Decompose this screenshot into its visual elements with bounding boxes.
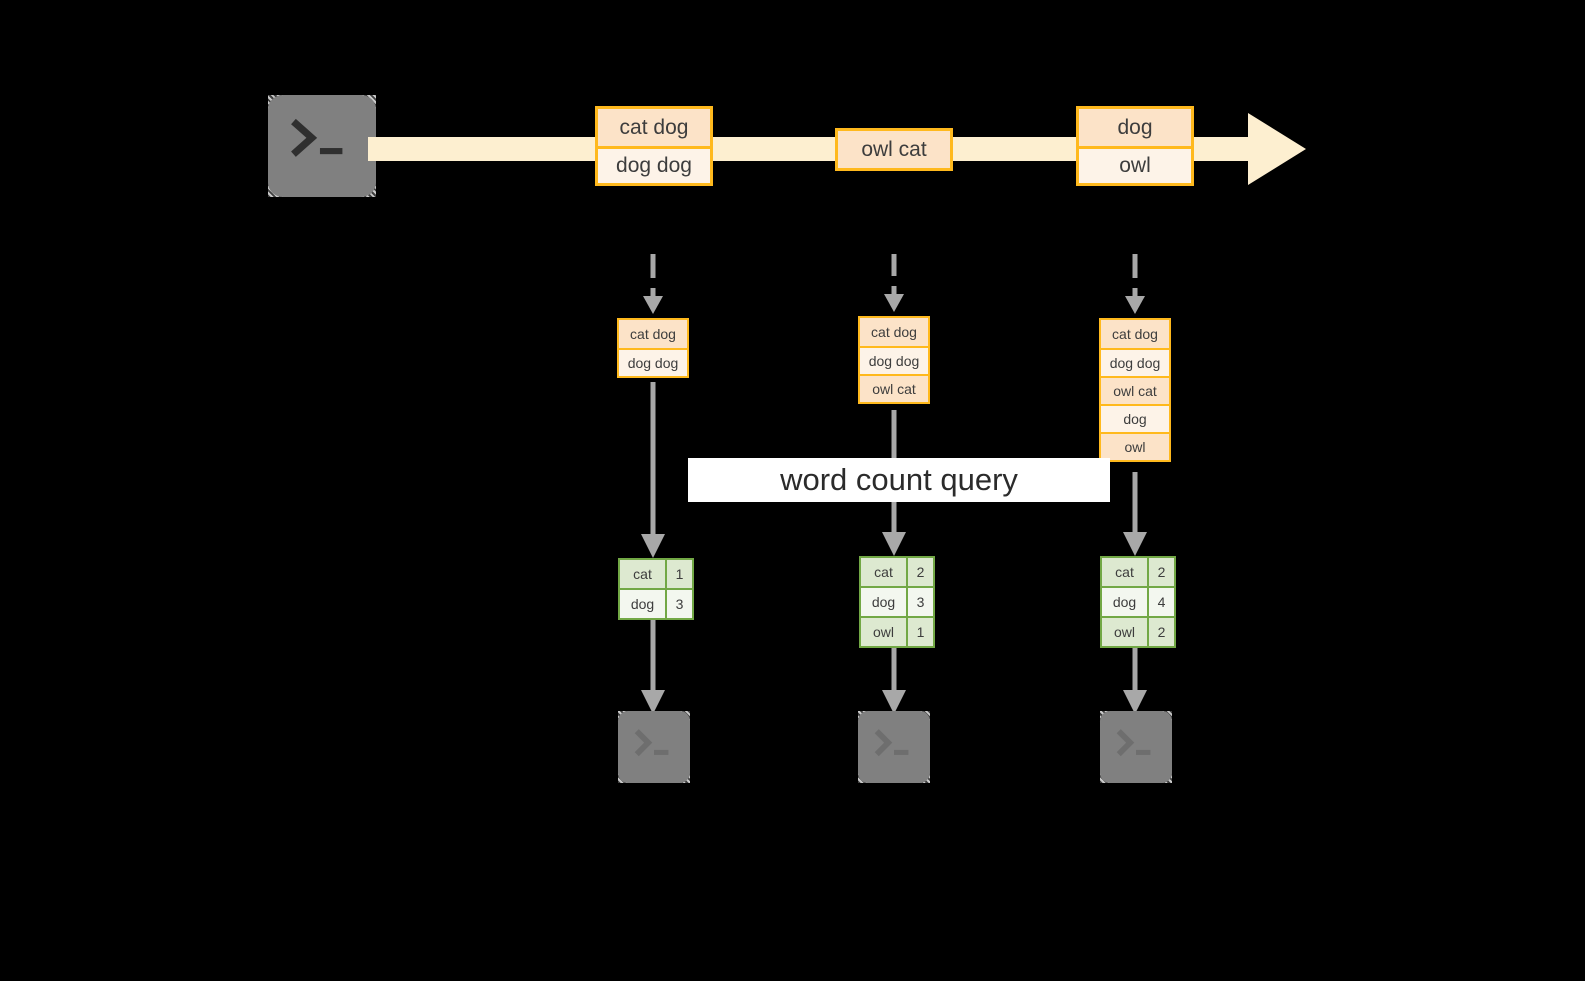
result-word: owl: [1102, 618, 1147, 646]
terminal-icon-body: [268, 95, 376, 197]
terminal-prompt-glyph: [1116, 729, 1151, 757]
snapshot-3-query-arrow: [1115, 472, 1155, 558]
snapshot-2-consumer-terminal-icon: [858, 711, 930, 783]
terminal-icon-body: [618, 711, 690, 783]
terminal-prompt-glyph: [874, 729, 909, 757]
result-word: dog: [620, 590, 665, 618]
snapshot-2-feed-arrow: [874, 254, 914, 314]
snapshot-3-log-row: dog dog: [1101, 348, 1169, 376]
snapshot-1-result-table: cat 1 dog 3: [618, 558, 694, 620]
table-row: dog 3: [620, 588, 692, 618]
snapshot-3-feed-arrow: [1115, 254, 1155, 316]
terminal-prompt-glyph: [291, 118, 343, 157]
result-count: 4: [1147, 588, 1174, 616]
stream-message-3: dog owl: [1076, 106, 1194, 186]
result-word: cat: [861, 558, 906, 586]
stream-message-2: owl cat: [835, 128, 953, 171]
snapshot-2-output-arrow: [874, 648, 914, 716]
terminal-icon-body: [858, 711, 930, 783]
result-count: 3: [906, 588, 933, 616]
snapshot-1-output-arrow: [633, 620, 673, 716]
table-row: dog 3: [861, 586, 933, 616]
snapshot-1-consumer-terminal-icon: [618, 711, 690, 783]
snapshot-1-query-arrow: [633, 382, 673, 560]
result-count: 1: [665, 560, 692, 588]
result-count: 2: [1147, 618, 1174, 646]
table-row: owl 1: [861, 616, 933, 646]
stream-message-3-line-2: owl: [1079, 146, 1191, 183]
snapshot-2-result-table: cat 2 dog 3 owl 1: [859, 556, 935, 648]
result-word: cat: [620, 560, 665, 588]
snapshot-1-log-row: dog dog: [619, 348, 687, 376]
stream-message-2-line-1: owl cat: [838, 131, 950, 168]
stream-message-1-line-1: cat dog: [598, 109, 710, 146]
table-row: dog 4: [1102, 586, 1174, 616]
stream-message-1-line-2: dog dog: [598, 146, 710, 183]
snapshot-3-log-row: owl cat: [1101, 376, 1169, 404]
table-row: owl 2: [1102, 616, 1174, 646]
result-count: 2: [1147, 558, 1174, 586]
snapshot-3-result-table: cat 2 dog 4 owl 2: [1100, 556, 1176, 648]
result-count: 1: [906, 618, 933, 646]
snapshot-3-log-row: owl: [1101, 432, 1169, 460]
terminal-icon-body: [1100, 711, 1172, 783]
snapshot-3-output-arrow: [1115, 648, 1155, 716]
result-word: dog: [861, 588, 906, 616]
snapshot-1-log-row: cat dog: [619, 320, 687, 348]
snapshot-1-feed-arrow: [633, 254, 673, 316]
query-label-band: word count query: [688, 458, 1110, 502]
table-row: cat 2: [1102, 558, 1174, 586]
snapshot-2-log: cat dog dog dog owl cat: [858, 316, 930, 404]
snapshot-3-consumer-terminal-icon: [1100, 711, 1172, 783]
result-count: 2: [906, 558, 933, 586]
snapshot-3-log-row: cat dog: [1101, 320, 1169, 348]
stream-message-3-line-1: dog: [1079, 109, 1191, 146]
result-word: cat: [1102, 558, 1147, 586]
snapshot-1-log: cat dog dog dog: [617, 318, 689, 378]
snapshot-3-log: cat dog dog dog owl cat dog owl: [1099, 318, 1171, 462]
stream-message-1: cat dog dog dog: [595, 106, 713, 186]
table-row: cat 2: [861, 558, 933, 586]
query-label-text: word count query: [780, 462, 1018, 497]
snapshot-3-log-row: dog: [1101, 404, 1169, 432]
snapshot-2-log-row: cat dog: [860, 318, 928, 346]
result-word: owl: [861, 618, 906, 646]
result-word: dog: [1102, 588, 1147, 616]
snapshot-2-log-row: dog dog: [860, 346, 928, 374]
terminal-prompt-glyph: [634, 729, 669, 757]
result-count: 3: [665, 590, 692, 618]
snapshot-2-log-row: owl cat: [860, 374, 928, 402]
table-row: cat 1: [620, 560, 692, 588]
producer-terminal-icon: [268, 95, 376, 197]
